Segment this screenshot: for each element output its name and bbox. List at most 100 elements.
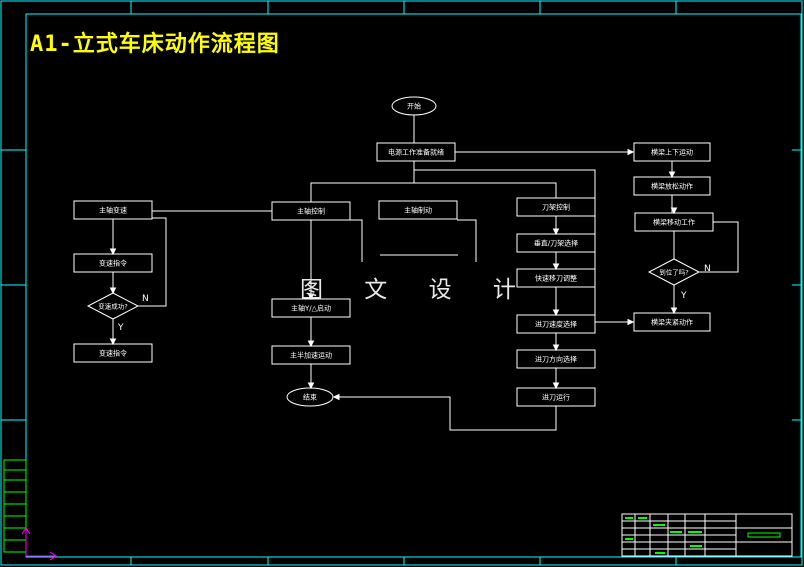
flow-node-label: 横梁移动工作 — [653, 218, 695, 227]
flow-node-shape — [391, 96, 437, 116]
flow-connector — [699, 221, 739, 273]
flow-node-beam-clamp: 横梁夹紧动作 — [633, 312, 711, 332]
flow-node-shape — [271, 345, 351, 365]
flow-node-shape — [73, 200, 153, 220]
flow-node-label: 开始 — [407, 102, 421, 111]
branch-label-no: N — [704, 264, 711, 274]
flow-connector — [310, 170, 415, 202]
flow-node-shape — [647, 258, 701, 286]
flow-node-label: 变速指令 — [99, 259, 127, 268]
flow-node-beam-release: 横梁放松动作 — [633, 176, 711, 196]
flow-connector — [334, 396, 557, 431]
flow-node-tool-select: 垂直/刀架选择 — [516, 233, 596, 253]
page-title: A1-立式车床动作流程图 — [30, 32, 280, 57]
flow-node-shape — [516, 314, 596, 334]
side-stamp-block — [3, 459, 27, 553]
flow-nodes: 开始电源工作准备就绪主轴变速变速指令变速成功?变速指令主轴控制主轴制动主轴Y/△… — [73, 96, 714, 407]
flow-node-label: 垂直/刀架选择 — [534, 239, 578, 248]
flow-node-shape — [378, 200, 458, 220]
flow-node-label: 变速成功? — [98, 302, 127, 311]
flow-node-shape — [516, 197, 596, 217]
flow-arrowhead — [307, 340, 315, 348]
flow-node-label: 主轴控制 — [297, 207, 325, 216]
flow-arrowhead — [109, 248, 117, 256]
flow-node-shape — [516, 387, 596, 407]
flow-node-label: 进刀速度选择 — [535, 320, 577, 329]
branch-label-yes: Y — [680, 291, 687, 301]
flow-node-label: 进刀运行 — [542, 393, 570, 402]
flow-node-label: 主轴变速 — [99, 206, 127, 215]
flow-connector — [414, 182, 557, 198]
flow-node-shape — [516, 233, 596, 253]
flow-node-spindle-speed: 主轴变速 — [73, 200, 153, 220]
flow-node-shape — [516, 349, 596, 369]
branch-label-yes: Y — [117, 323, 124, 333]
flow-node-shape — [633, 176, 711, 196]
flow-node-feed-dir: 进刀速度选择 — [516, 314, 596, 334]
flow-node-beam-updown: 横梁上下运动 — [633, 142, 711, 162]
flow-node-speed-done: 变速指令 — [73, 343, 153, 363]
flow-connector — [138, 217, 167, 307]
flow-arrowhead — [109, 338, 117, 346]
watermark-text: 图 文 设 计 — [300, 277, 533, 303]
flow-node-shape — [516, 268, 596, 288]
ucs-axis-icon — [21, 527, 57, 561]
flow-arrowhead — [552, 309, 560, 317]
flow-arrowhead — [307, 382, 315, 390]
flow-node-shape — [73, 253, 153, 273]
flow-node-label: 电源工作准备就绪 — [388, 148, 444, 157]
flow-arrowhead — [668, 171, 676, 179]
flow-arrowhead — [670, 207, 678, 215]
flow-node-init: 电源工作准备就绪 — [376, 142, 456, 162]
flow-node-start: 开始 — [391, 96, 437, 116]
flow-node-tool-ctrl: 刀架控制 — [516, 197, 596, 217]
flow-arrowhead — [552, 344, 560, 352]
flow-node-shape — [634, 212, 714, 232]
flow-node-shape — [376, 142, 456, 162]
flow-node-label: 横梁夹紧动作 — [651, 318, 693, 327]
flow-arrowhead — [109, 287, 117, 295]
flow-node-label: 到位了吗? — [659, 268, 688, 277]
flow-node-label: 结束 — [303, 393, 317, 402]
flow-arrowhead — [627, 318, 635, 326]
flow-node-shape — [73, 343, 153, 363]
flow-arrowhead — [307, 293, 315, 301]
flow-node-fast-move: 快速移刀调整 — [516, 268, 596, 288]
flow-arrowhead — [670, 307, 678, 315]
flow-node-feed-way: 进刀方向选择 — [516, 349, 596, 369]
flow-node-label: 主半加速运动 — [290, 351, 332, 360]
flow-node-spindle-ctrl: 主轴控制 — [271, 201, 351, 221]
flow-arrowhead — [552, 382, 560, 390]
flow-node-label: 主轴Y/△启动 — [291, 304, 331, 313]
flow-node-speed-cmd: 变速指令 — [73, 253, 153, 273]
flow-node-shape — [86, 292, 140, 320]
flow-node-label: 快速移刀调整 — [535, 274, 577, 283]
flow-node-label: 变速指令 — [99, 349, 127, 358]
flow-node-shape — [633, 312, 711, 332]
flow-node-main-motion: 主半加速运动 — [271, 345, 351, 365]
flow-node-feed-select: 主轴Y/△启动 — [271, 298, 351, 318]
flow-node-pos-check: 到位了吗? — [647, 258, 701, 286]
flow-node-end: 结束 — [286, 387, 334, 407]
title-block — [621, 513, 793, 557]
flow-connector — [350, 219, 363, 262]
flow-node-feed-run: 进刀运行 — [516, 387, 596, 407]
flow-node-shape — [271, 201, 351, 221]
flow-node-label: 横梁放松动作 — [651, 182, 693, 191]
flow-node-beam-work: 横梁移动工作 — [634, 212, 714, 232]
flow-node-spindle-brake: 主轴制动 — [378, 200, 458, 220]
title-block-fill — [625, 517, 781, 554]
flow-node-label: 刀架控制 — [542, 203, 570, 212]
flow-node-label: 主轴制动 — [404, 206, 432, 215]
flow-node-label: 进刀方向选择 — [535, 355, 577, 364]
flow-node-label: 横梁上下运动 — [651, 148, 693, 157]
flow-arrowhead — [332, 393, 340, 401]
flow-arrowhead — [552, 228, 560, 236]
flow-node-shape — [286, 387, 334, 407]
flow-arrowhead — [627, 148, 635, 156]
branch-label-no: N — [142, 294, 149, 304]
flow-arrowhead — [552, 263, 560, 271]
flow-node-shape — [633, 142, 711, 162]
